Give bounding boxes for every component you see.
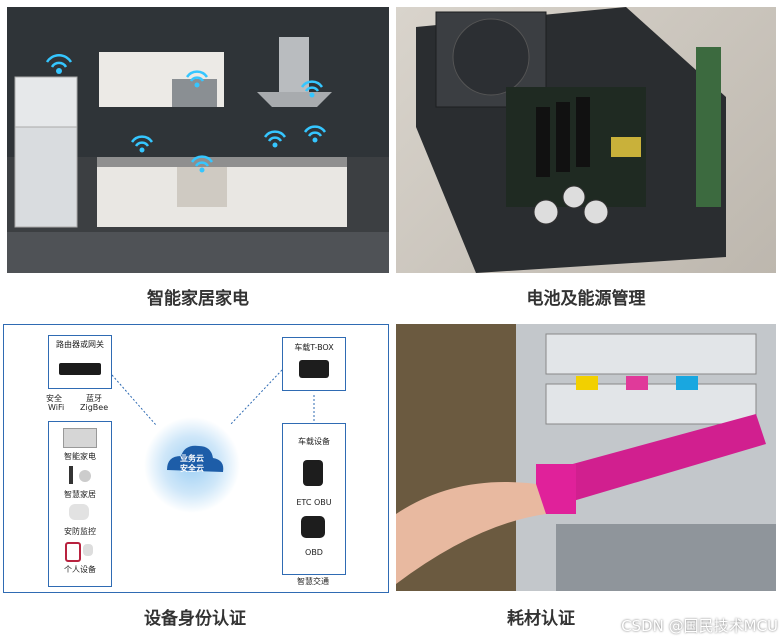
- wifi-label-2: WiFi: [48, 403, 65, 412]
- router-box: 路由器或网关: [48, 335, 112, 389]
- caption-consumable: 耗材认证: [507, 609, 575, 629]
- obd-icon: [301, 516, 325, 538]
- kitchen-illustration: [7, 7, 389, 273]
- wifi-label-1: 安全: [46, 394, 62, 403]
- bt-label-2: ZigBee: [80, 403, 109, 412]
- home-item-1: 智能家电: [64, 452, 96, 461]
- home-item-4: 个人设备: [64, 565, 96, 574]
- vehicle-title: 车载设备: [298, 437, 330, 446]
- tbox-box: 车载T-BOX: [282, 337, 346, 391]
- vehicle-footer: 智慧交通: [297, 577, 329, 586]
- diagram-lines: [111, 369, 315, 513]
- caption-device-auth: 设备身份认证: [144, 609, 246, 629]
- tbox-title: 车载T-BOX: [294, 343, 334, 352]
- router-title: 路由器或网关: [56, 340, 104, 349]
- csdn-watermark: CSDN @国民技术MCU: [621, 617, 778, 635]
- router-icon: [59, 363, 101, 375]
- printer-cartridge-photo: [396, 324, 776, 591]
- smart-kitchen-photo: [7, 7, 389, 273]
- home-item-3: 安防监控: [64, 527, 96, 536]
- caption-battery: 电池及能源管理: [526, 289, 646, 309]
- vehicle-item-2: OBD: [305, 548, 323, 557]
- tbox-icon: [299, 360, 329, 378]
- earbuds-icon: [83, 544, 93, 556]
- cloud-line-1: 业务云: [180, 454, 204, 463]
- watch-icon: [65, 542, 81, 562]
- appliance-icon: [63, 428, 97, 448]
- printer-illustration: [396, 324, 776, 591]
- device-auth-diagram: 路由器或网关 安全 WiFi 蓝牙 ZigBee 智能家电 智慧家居 安防监控 …: [3, 324, 389, 593]
- bt-label-1: 蓝牙: [86, 394, 102, 403]
- vehicle-devices-box: 车载设备 ETC OBU OBD: [282, 423, 346, 575]
- caption-smart-home: 智能家居家电: [147, 289, 249, 309]
- power-supply-photo: [396, 7, 776, 273]
- cloud-line-2: 安全云: [180, 464, 204, 473]
- smart-home-icon: [67, 466, 91, 484]
- etc-obu-icon: [303, 460, 323, 486]
- camera-icon: [69, 504, 89, 520]
- home-devices-box: 智能家电 智慧家居 安防监控 个人设备: [48, 421, 112, 587]
- home-item-2: 智慧家居: [64, 490, 96, 499]
- vehicle-item-1: ETC OBU: [296, 498, 332, 507]
- psu-illustration: [416, 7, 726, 273]
